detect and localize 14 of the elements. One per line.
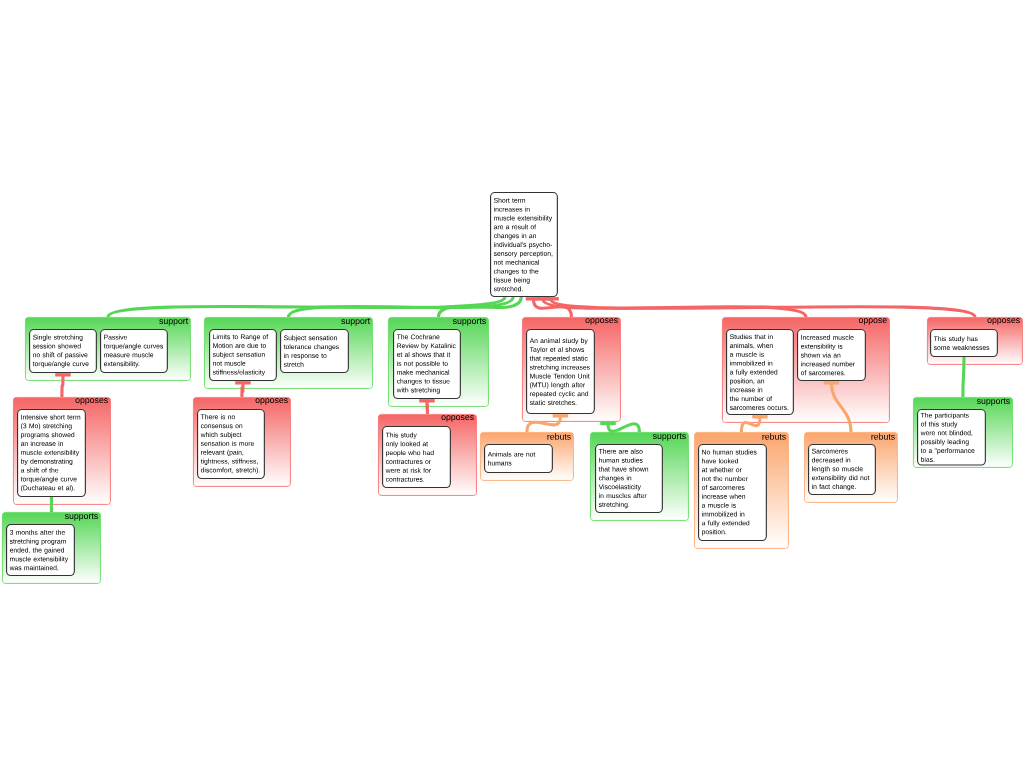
connector: [419, 399, 435, 414]
connector: [235, 381, 251, 397]
connector: [107, 295, 506, 319]
connector: [535, 297, 807, 319]
connector: [739, 415, 768, 433]
connector: [823, 381, 853, 433]
connector: [543, 297, 976, 319]
connector: [55, 373, 71, 397]
connector: [961, 357, 966, 397]
connector: [600, 421, 641, 433]
connector: [525, 414, 569, 433]
connector: [49, 497, 53, 512]
connector: [287, 296, 515, 319]
connector: [436, 296, 523, 318]
